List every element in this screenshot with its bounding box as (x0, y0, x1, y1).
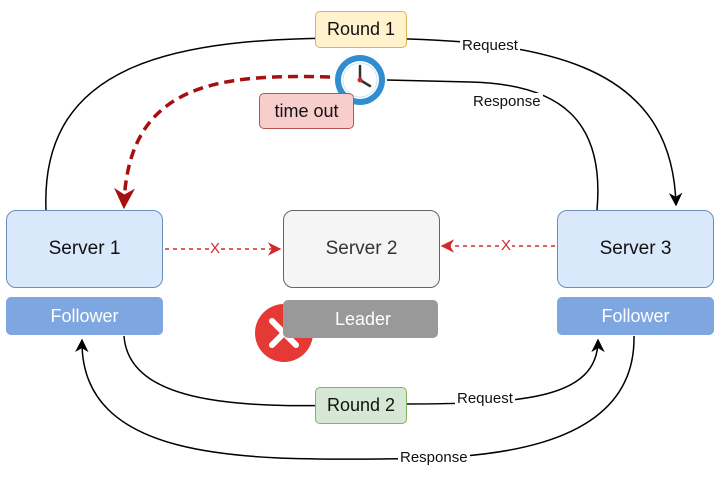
server-3-role-badge: Follower (557, 297, 714, 335)
server-1: Server 1 (6, 210, 163, 288)
round1-tag: Round 1 (315, 11, 407, 48)
clock-icon (335, 55, 385, 105)
server-2-role-badge: Leader (283, 300, 438, 338)
server-3: Server 3 (557, 210, 714, 288)
round2-request-label: Request (455, 390, 515, 407)
timeout-tag: time out (259, 93, 354, 129)
round1-response-edge (386, 79, 599, 211)
round2-response-label: Response (398, 449, 470, 466)
round1-request-label: Request (460, 37, 520, 54)
round2-tag: Round 2 (315, 387, 407, 424)
round2-response-edge (75, 335, 635, 460)
server-2: Server 2 (283, 210, 440, 288)
round1-response-label: Response (471, 93, 543, 110)
failed-marker-left: X (209, 240, 222, 257)
failed-marker-right: X (500, 237, 513, 254)
server-1-role-badge: Follower (6, 297, 163, 335)
timeout-edge (114, 74, 331, 210)
